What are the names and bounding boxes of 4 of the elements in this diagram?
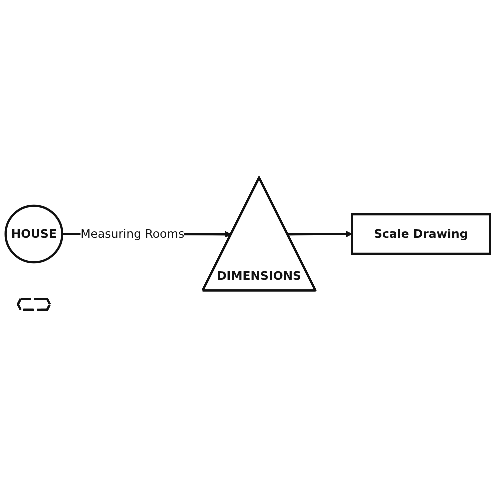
- arrow: [288, 230, 353, 238]
- node-circle: HOUSE: [4, 204, 64, 264]
- edge-label: Measuring Rooms: [80, 226, 185, 240]
- node-box: Scale Drawing: [351, 213, 492, 255]
